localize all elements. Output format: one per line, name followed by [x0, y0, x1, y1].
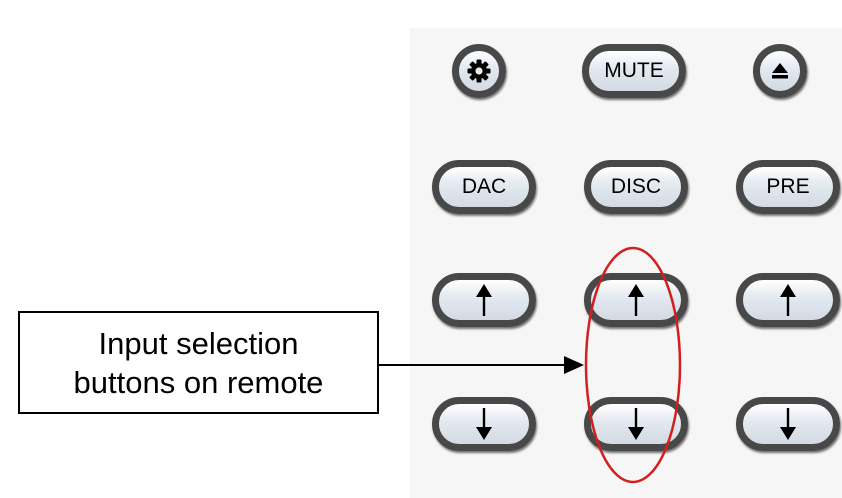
settings-button[interactable] — [452, 44, 506, 98]
dac-label: DAC — [461, 175, 507, 198]
disc-button[interactable]: DISC — [584, 160, 688, 214]
arrow-up-icon — [779, 283, 797, 317]
pre-label: PRE — [766, 175, 810, 198]
arrow-down-icon — [627, 407, 645, 441]
callout-line-1: Input selection — [98, 325, 299, 361]
callout-line-2: buttons on remote — [73, 364, 324, 400]
arrow-down-icon — [779, 407, 797, 441]
dac-button[interactable]: DAC — [432, 160, 536, 214]
eject-button[interactable] — [753, 44, 807, 98]
callout-box: Input selection buttons on remote — [18, 311, 379, 414]
disc-label: DISC — [610, 175, 662, 198]
dac-input-up-button[interactable] — [432, 273, 536, 327]
dac-input-down-button[interactable] — [432, 397, 536, 451]
mute-button[interactable]: MUTE — [582, 44, 686, 98]
disc-input-down-button[interactable] — [584, 397, 688, 451]
arrow-down-icon — [475, 407, 493, 441]
pre-input-up-button[interactable] — [736, 273, 840, 327]
pre-input-down-button[interactable] — [736, 397, 840, 451]
eject-icon — [770, 61, 790, 81]
arrow-up-icon — [627, 283, 645, 317]
pre-button[interactable]: PRE — [736, 160, 840, 214]
arrow-up-icon — [475, 283, 493, 317]
disc-input-up-button[interactable] — [584, 273, 688, 327]
mute-label: MUTE — [604, 59, 664, 82]
gear-icon — [466, 58, 492, 84]
